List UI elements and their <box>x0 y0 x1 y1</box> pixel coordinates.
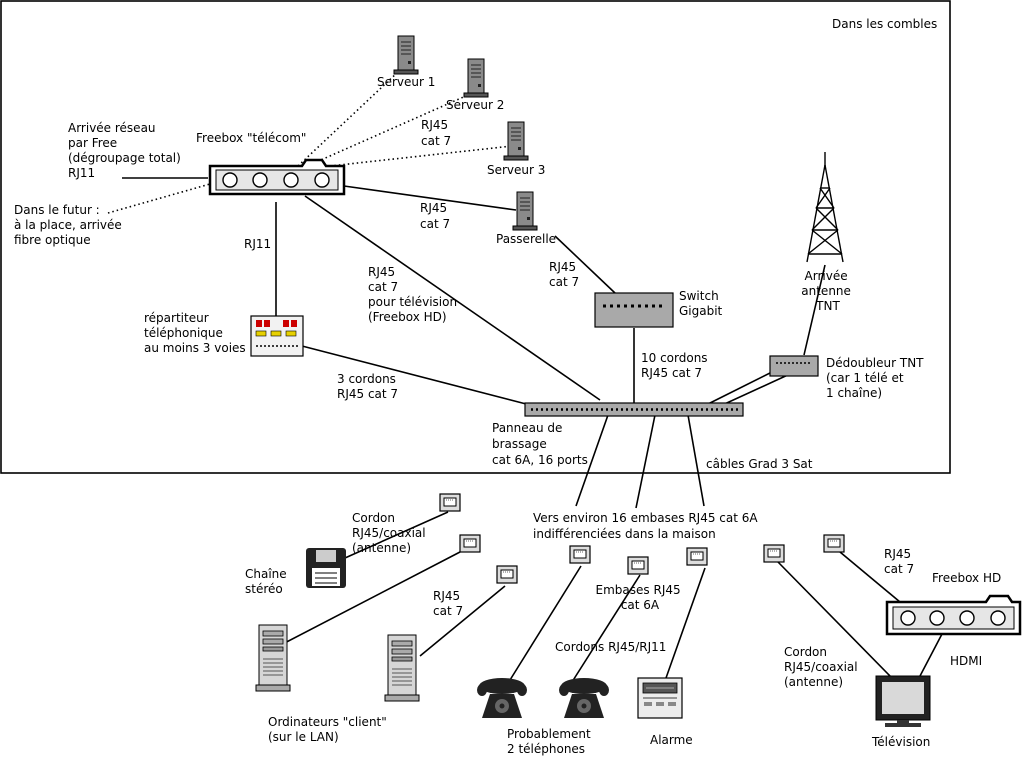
future-fiber-note: Dans le futur : à la place, arrivée fibr… <box>14 203 126 247</box>
patch-panel-icon <box>524 402 744 417</box>
freebox-telecom-label: Freebox "télécom" <box>196 131 306 145</box>
antenna-icon <box>806 152 844 263</box>
freebox-hd: Freebox HD <box>885 571 1022 636</box>
tnt-splitter-label: Dédoubleur TNT (car 1 télé et 1 chaîne) <box>826 356 927 400</box>
router-icon <box>208 158 346 196</box>
stereo: Chaîne stéréo <box>245 548 346 596</box>
freebox-hd-label: Freebox HD <box>932 571 1001 585</box>
cord-coax-left-label: Cordon RJ45/coaxial (antenne) <box>352 511 429 555</box>
server-3: Serveur 3 <box>487 121 545 177</box>
stereo-label: Chaîne stéréo <box>245 567 291 596</box>
phone-link-label: RJ11 <box>244 237 271 251</box>
alarm: Alarme <box>637 677 693 747</box>
freebox-telecom: Freebox "télécom" <box>196 131 346 196</box>
telephone-icon <box>477 678 527 718</box>
client-computers: Ordinateurs "client" (sur le LAN) <box>255 624 420 744</box>
wall-socket-icon <box>627 556 649 575</box>
cord-coax-right-label: Cordon RJ45/coaxial (antenne) <box>784 645 861 689</box>
alarm-icon <box>637 677 683 719</box>
client-link-label: RJ45 cat 7 <box>433 589 464 618</box>
wall-socket-icon <box>496 565 518 584</box>
television: Télévision <box>871 675 931 749</box>
wall-socket-icon <box>569 545 591 564</box>
server-icon <box>463 58 489 98</box>
connections <box>107 71 943 683</box>
tnt-splitter-icon <box>769 355 819 377</box>
switch-link-label: RJ45 cat 7 <box>549 260 580 289</box>
switch-label: Switch Gigabit <box>679 289 723 318</box>
wall-socket-icon <box>686 547 708 566</box>
patch-panel: Panneau de brassage cat 6A, 16 ports <box>492 402 744 467</box>
antenna-label: Arrivée antenne TNT <box>801 269 854 313</box>
wall-socket-icon <box>763 544 785 563</box>
network-arrival-label: Arrivée réseau par Free (dégroupage tota… <box>68 121 185 180</box>
floppy-icon <box>306 548 346 588</box>
wall-socket-icon <box>823 534 845 553</box>
cords-rj45-rj11-label: Cordons RJ45/RJ11 <box>555 640 666 654</box>
server-1-label: Serveur 1 <box>377 75 435 89</box>
tv-link-label: RJ45 cat 7 pour télévision (Freebox HD) <box>368 265 461 324</box>
hdmi-label: HDMI <box>950 654 982 668</box>
television-label: Télévision <box>871 735 930 749</box>
telephone-icon <box>559 678 609 718</box>
switch-icon <box>594 292 674 328</box>
patch-panel-label: Panneau de brassage cat 6A, 16 ports <box>492 421 588 467</box>
server-2-label: Serveur 2 <box>446 98 504 112</box>
tnt-splitter: Dédoubleur TNT (car 1 télé et 1 chaîne) <box>769 355 927 400</box>
wall-sockets-label: Vers environ 16 embases RJ45 cat 6A indi… <box>533 511 761 541</box>
wall-socket-icon <box>439 493 461 512</box>
switch-gigabit: Switch Gigabit <box>594 289 723 328</box>
wall-socket-icon <box>459 534 481 553</box>
telephones: Probablement 2 téléphones <box>477 678 609 756</box>
phones-label: Probablement 2 téléphones <box>507 727 595 756</box>
alarm-label: Alarme <box>650 733 693 747</box>
phone-splitter: répartiteur téléphonique au moins 3 voie… <box>144 311 304 357</box>
router-icon <box>885 594 1022 636</box>
grad-cables-label: câbles Grad 3 Sat <box>706 457 813 471</box>
server-3-label: Serveur 3 <box>487 163 545 177</box>
switch-cords-label: 10 cordons RJ45 cat 7 <box>641 351 711 380</box>
server-icon <box>503 121 529 161</box>
phone-splitter-icon <box>250 315 304 357</box>
sockets-cat6a-label: Embases RJ45 cat 6A <box>596 583 685 612</box>
tnt-antenna: Arrivée antenne TNT <box>801 152 854 313</box>
attic-label: Dans les combles <box>832 17 937 31</box>
gateway: Passerelle <box>496 191 556 246</box>
computer-tower-icon <box>384 634 420 702</box>
gateway-link-label: RJ45 cat 7 <box>420 201 451 231</box>
phone-splitter-label: répartiteur téléphonique au moins 3 voie… <box>144 311 246 355</box>
server-icon <box>393 35 419 75</box>
gateway-label: Passerelle <box>496 232 556 246</box>
fbhd-link-label: RJ45 cat 7 <box>884 547 915 576</box>
server-icon <box>512 191 538 231</box>
computer-tower-icon <box>255 624 291 692</box>
server-2: Serveur 2 <box>446 58 504 112</box>
splitter-cords-label: 3 cordons RJ45 cat 7 <box>337 372 400 401</box>
clients-label: Ordinateurs "client" (sur le LAN) <box>268 715 391 744</box>
attic-frame <box>0 0 951 474</box>
television-icon <box>875 675 931 727</box>
server-1: Serveur 1 <box>377 35 435 89</box>
servers-link-label: RJ45 cat 7 <box>421 118 452 148</box>
